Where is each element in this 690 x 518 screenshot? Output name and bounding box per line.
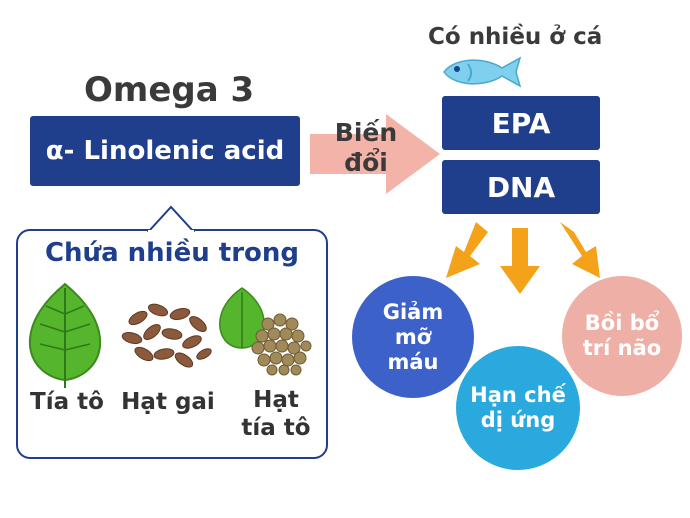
transform-arrow — [310, 114, 440, 194]
dna-box: DNA — [442, 160, 600, 214]
source-label-perilla-leaf: Tía tô — [30, 389, 104, 415]
panel-heading: Chứa nhiều trong — [44, 238, 300, 268]
benefit-label: Bồi bổ trí não — [582, 311, 662, 360]
benefit-label: Giảm mỡ máu — [382, 299, 444, 374]
transform-label: Biến đổi — [334, 118, 398, 177]
arrow-right — [560, 222, 600, 278]
omega3-title: Omega 3 — [84, 70, 255, 110]
flax-seeds-icon — [121, 303, 212, 368]
benefit-label: Hạn chế dị ứng — [470, 383, 566, 432]
epa-box: EPA — [442, 96, 600, 150]
leaf-icon — [28, 282, 102, 388]
source-label-perilla-seed: Hạt tía tô — [241, 387, 311, 441]
source-label-hemp-seed: Hạt gai — [121, 389, 215, 415]
ala-box: α- Linolenic acid — [30, 116, 300, 186]
fish-icon — [443, 56, 522, 88]
benefit-brain: Bồi bổ trí não — [562, 276, 682, 396]
panel-pointer — [147, 205, 195, 233]
perilla-seeds-icon — [219, 287, 312, 376]
benefit-blood-fat: Giảm mỡ máu — [352, 276, 474, 398]
benefit-allergy: Hạn chế dị ứng — [456, 346, 580, 470]
arrow-left — [446, 222, 488, 278]
fish-caption: Có nhiều ở cá — [428, 24, 603, 50]
arrow-middle — [500, 228, 540, 294]
benefit-arrows — [446, 222, 600, 294]
